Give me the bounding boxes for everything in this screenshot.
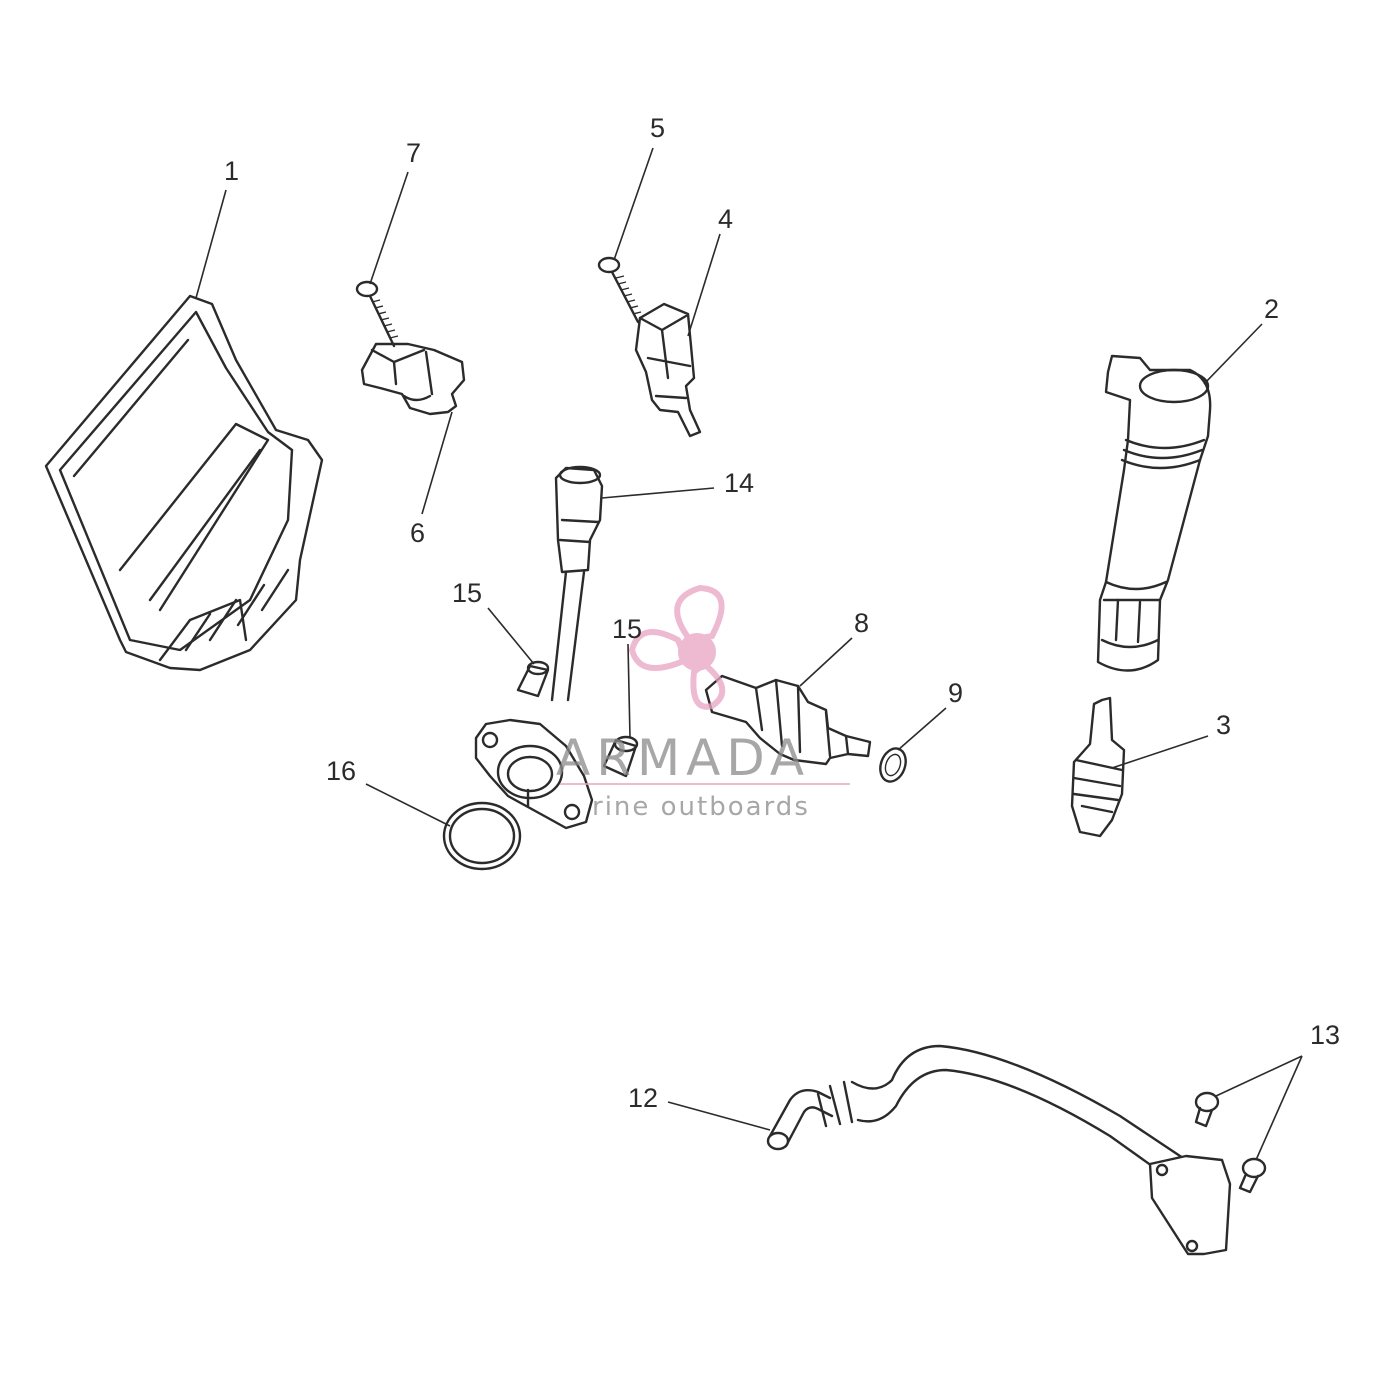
part-1-ecu-module [44,294,324,672]
leader-16 [365,783,451,827]
callout-15b: 15 [612,614,642,644]
leader-lines [195,147,1303,1161]
callout-13: 13 [1310,1020,1340,1050]
part-12-hose-pipe [766,1044,1232,1256]
part-8-temperature-sensor [704,674,872,766]
callout-2: 2 [1264,294,1279,324]
callout-labels: 1 2 3 4 5 6 7 8 9 12 13 14 15 15 16 [224,113,1340,1113]
leader-8 [799,637,853,687]
watermark-brand: ARMADA [556,729,810,787]
callout-4: 4 [718,204,733,234]
leader-7 [369,171,409,285]
leader-3 [1111,735,1209,769]
leader-2 [1203,323,1263,385]
watermark-tagline: rine outboards [592,792,810,822]
callout-8: 8 [854,608,869,638]
callout-1: 1 [224,156,239,186]
callout-12: 12 [628,1083,658,1113]
leader-6 [421,411,453,515]
leader-5 [613,147,654,261]
watermark: ARMADA rine outboards [556,584,850,822]
leader-13a [1215,1055,1303,1097]
part-4-sensor [634,302,702,438]
part-15-sensor-flange [474,660,639,830]
callout-3: 3 [1216,710,1231,740]
leader-12 [667,1101,771,1131]
part-7-screw [355,280,399,348]
part-3-spark-plug [1070,696,1126,838]
leader-4 [687,233,721,337]
callout-6: 6 [410,518,425,548]
part-16-o-ring [442,801,522,871]
callout-15a: 15 [452,578,482,608]
part-6-sensor [360,342,466,416]
part-13-bolts [1194,1091,1267,1194]
leader-15b [627,643,631,739]
leader-15a [487,607,535,665]
callout-5: 5 [650,113,665,143]
propeller-icon [628,584,726,710]
callout-9: 9 [948,678,963,708]
callout-16: 16 [326,756,356,786]
part-2-ignition-coil [1096,354,1212,672]
part-14-connector-lead [550,465,604,702]
callout-7: 7 [406,138,421,168]
leader-14 [601,487,715,499]
leader-13b [1255,1055,1303,1161]
leader-1 [195,189,227,299]
callout-14: 14 [724,468,754,498]
part-5-screw [597,256,642,324]
leader-9 [897,707,947,751]
part-9-o-ring [879,747,907,783]
